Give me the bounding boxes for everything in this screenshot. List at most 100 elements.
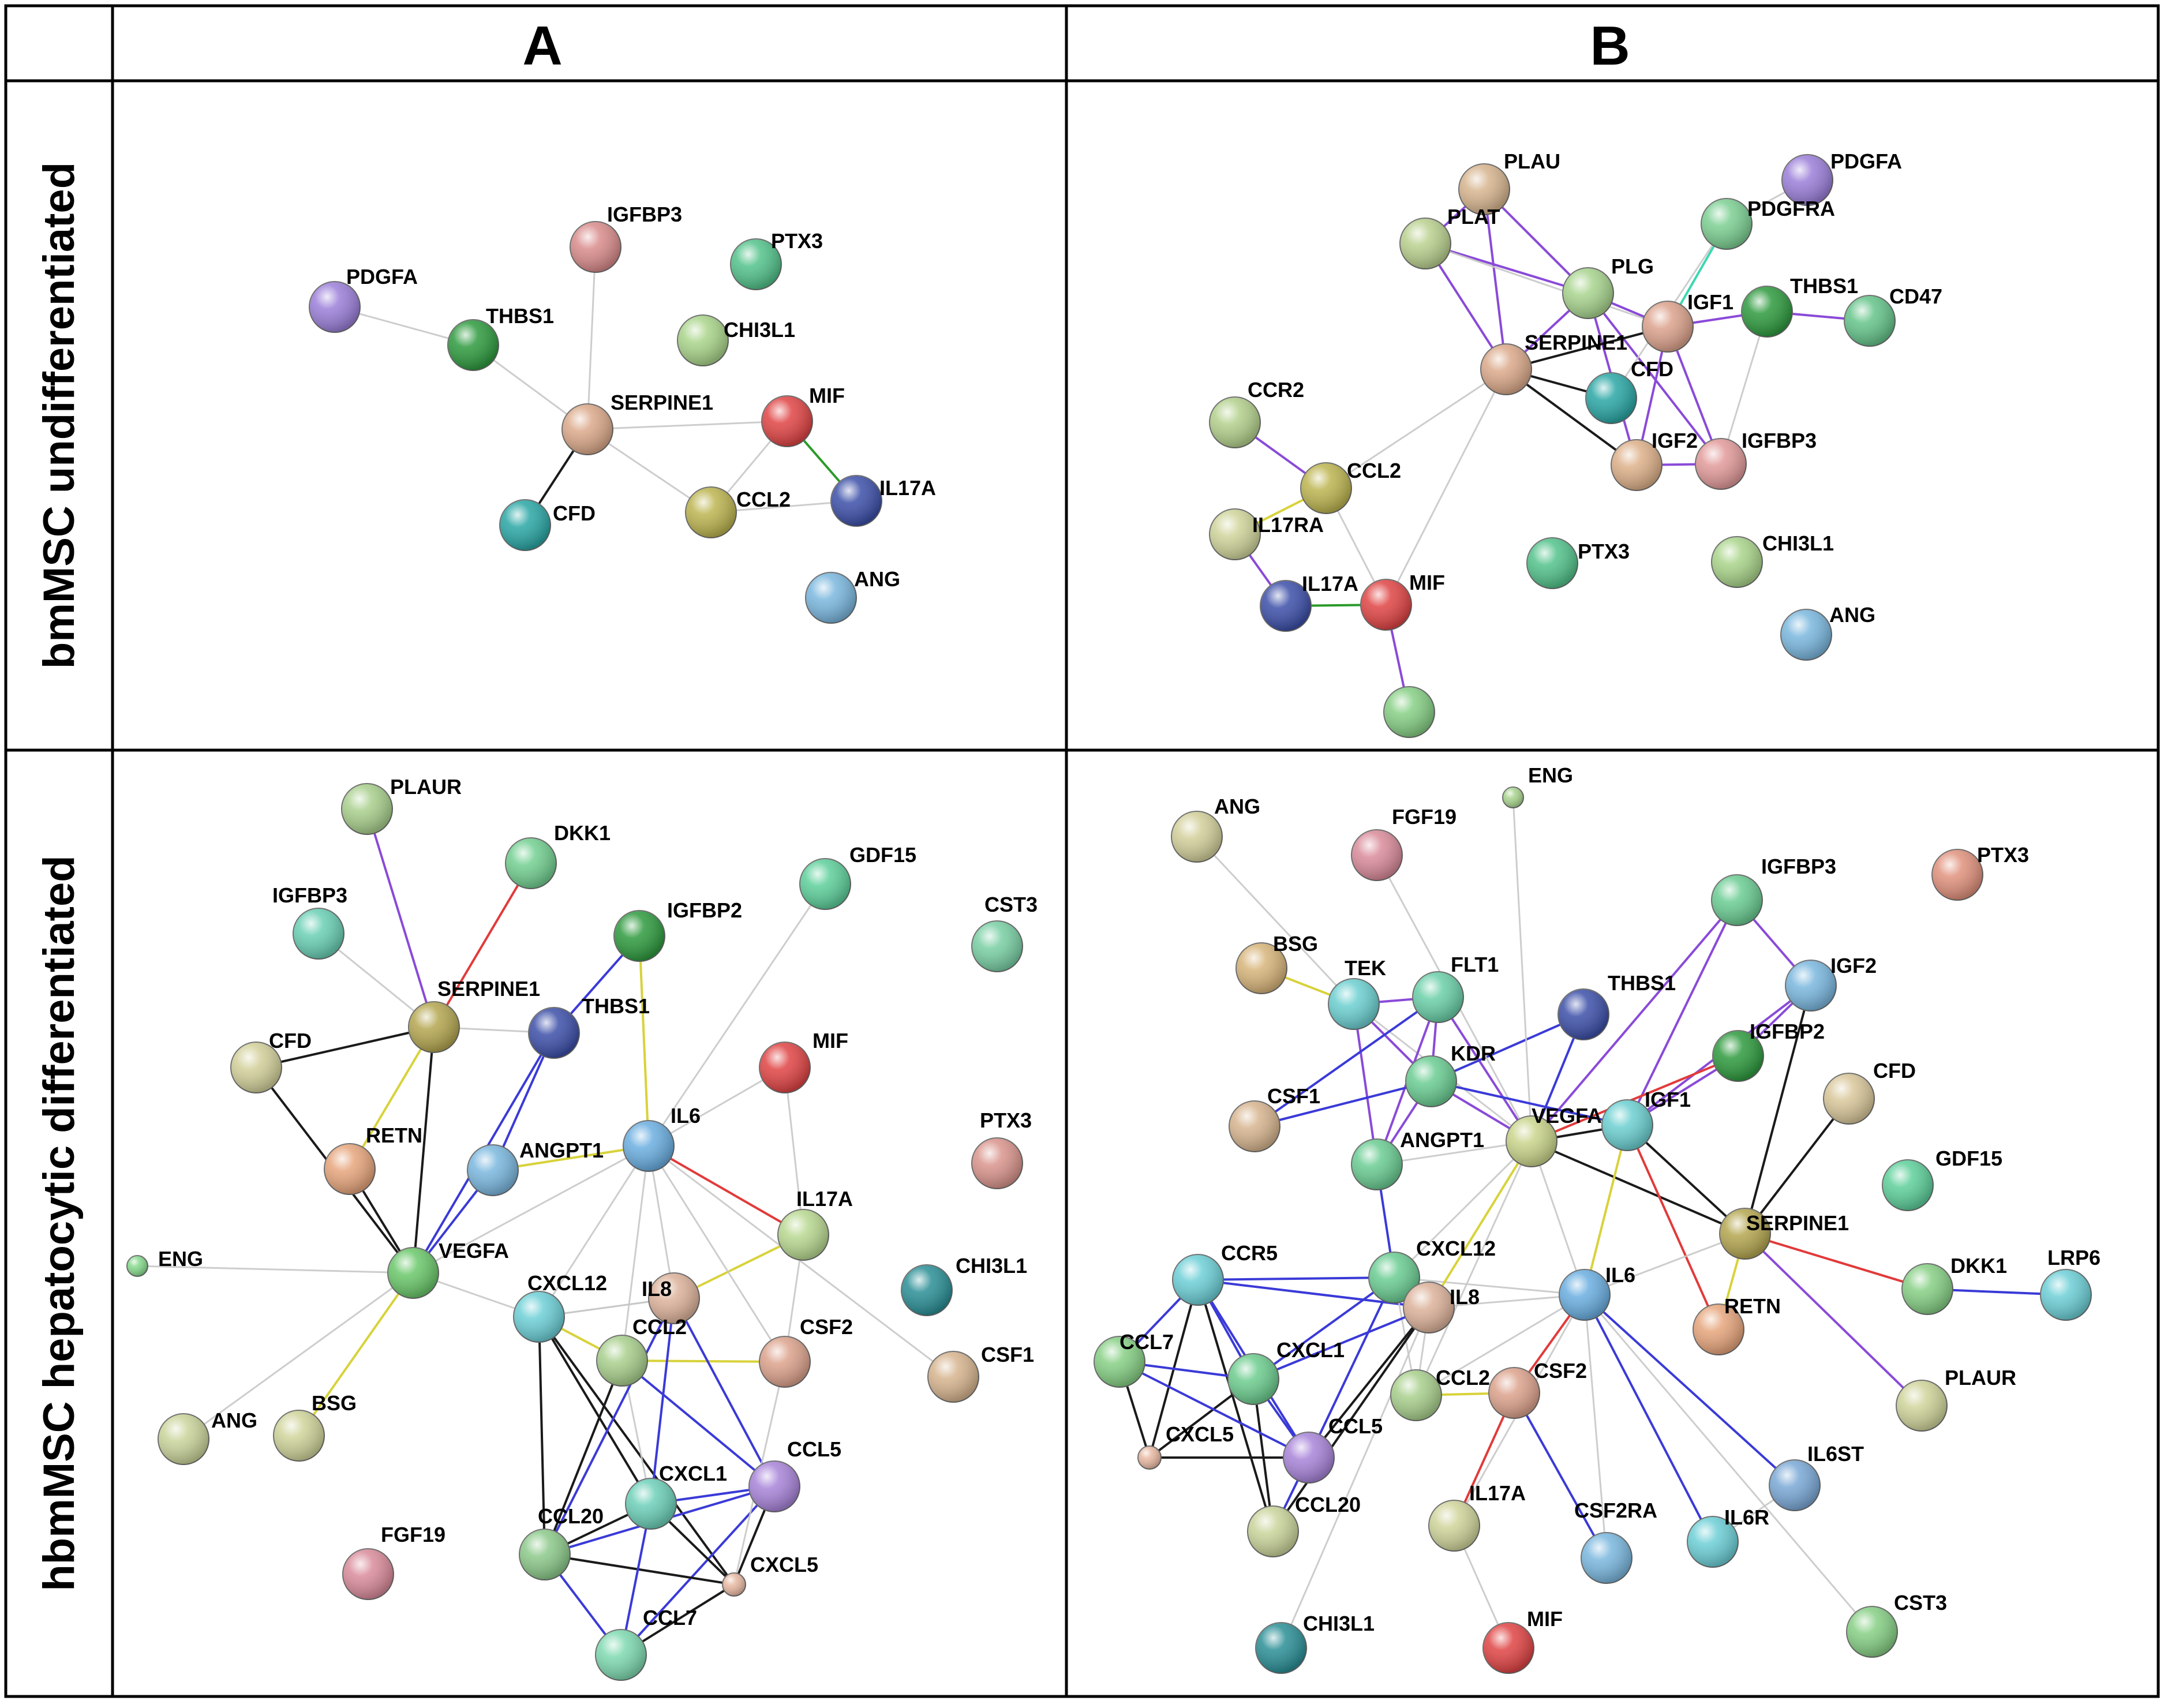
node-vegfa[interactable]: VEGFA: [1506, 1104, 1602, 1167]
node-igf2[interactable]: IGF2: [1785, 954, 1877, 1012]
node-il17a[interactable]: IL17A: [777, 1187, 853, 1261]
node-cd47[interactable]: CD47: [1844, 284, 1942, 347]
node-igfbp2[interactable]: IGFBP2: [613, 898, 742, 962]
node-cxcl12[interactable]: CXCL12: [513, 1271, 607, 1343]
node-pdgfra[interactable]: PDGFRA: [1701, 197, 1835, 250]
node-cst3[interactable]: CST3: [971, 893, 1038, 972]
node-chi3l1[interactable]: CHI3L1: [677, 314, 795, 366]
node-dkk1[interactable]: DKK1: [505, 821, 611, 889]
node-serpine1[interactable]: SERPINE1: [561, 391, 713, 455]
node-ccl2[interactable]: CCL2: [596, 1315, 687, 1387]
node-thbs1[interactable]: THBS1: [1558, 971, 1676, 1040]
node-ccl20[interactable]: CCL20: [1247, 1493, 1361, 1557]
node-fgf19[interactable]: FGF19: [1351, 805, 1457, 881]
node-plg[interactable]: PLG: [1562, 254, 1654, 319]
node-il6[interactable]: IL6: [1559, 1263, 1635, 1321]
node-il6r[interactable]: IL6R: [1687, 1505, 1769, 1568]
node-ccl20[interactable]: CCL20: [519, 1504, 604, 1580]
node-bsg[interactable]: BSG: [1235, 932, 1318, 994]
node-igfbp3[interactable]: IGFBP3: [1695, 429, 1817, 490]
node-csf2ra[interactable]: CSF2RA: [1574, 1499, 1657, 1584]
node-cxcl1[interactable]: CXCL1: [625, 1462, 727, 1530]
node-igf1[interactable]: IGF1: [1642, 290, 1734, 353]
node-pdgfa[interactable]: PDGFA: [309, 265, 418, 333]
node-serpine1[interactable]: SERPINE1: [1480, 331, 1627, 395]
node-eng[interactable]: ENG: [1502, 763, 1573, 808]
node-ccl2[interactable]: CCL2: [685, 486, 791, 538]
node-cst3[interactable]: CST3: [1846, 1591, 1947, 1658]
node-igf1[interactable]: IGF1: [1601, 1088, 1691, 1151]
node-kdr[interactable]: KDR: [1405, 1042, 1496, 1107]
node-ang[interactable]: ANG: [1171, 795, 1260, 863]
node-csf1[interactable]: CSF1: [1229, 1084, 1320, 1152]
node-plaur[interactable]: PLAUR: [1896, 1366, 2016, 1432]
node-igfbp3[interactable]: IGFBP3: [570, 203, 682, 273]
node-il17a[interactable]: IL17A: [1260, 572, 1358, 632]
node-il6[interactable]: IL6: [623, 1104, 701, 1172]
node-thbs1[interactable]: THBS1: [447, 304, 554, 371]
node-retn[interactable]: RETN: [324, 1123, 422, 1195]
node-gdf15[interactable]: GDF15: [1882, 1147, 2002, 1211]
node-il8[interactable]: IL8: [642, 1272, 700, 1324]
node-plaur[interactable]: PLAUR: [341, 775, 462, 835]
node-chi3l1[interactable]: CHI3L1: [901, 1254, 1027, 1316]
node-eng[interactable]: ENG: [126, 1247, 203, 1277]
node-ptx3[interactable]: PTX3: [1526, 537, 1630, 589]
node-cxcl1[interactable]: CXCL1: [1227, 1338, 1345, 1405]
node-ccl5[interactable]: CCL5: [748, 1437, 841, 1512]
node-ccl7[interactable]: CCL7: [1094, 1330, 1174, 1388]
node-ccr5[interactable]: CCR5: [1172, 1241, 1278, 1306]
node-gdf15[interactable]: GDF15: [799, 843, 916, 910]
node-flt1[interactable]: FLT1: [1412, 953, 1499, 1023]
node-csf2[interactable]: CSF2: [759, 1315, 853, 1388]
node-cfd[interactable]: CFD: [499, 499, 596, 551]
node-csf2[interactable]: CSF2: [1488, 1359, 1587, 1419]
node-lrp6[interactable]: LRP6: [2040, 1246, 2101, 1321]
node-fgf19[interactable]: FGF19: [342, 1523, 445, 1600]
node-cxcl5[interactable]: CXCL5: [1137, 1422, 1234, 1470]
node-plat[interactable]: PLAT: [1399, 205, 1500, 269]
node-ang[interactable]: ANG: [1780, 603, 1875, 661]
node-ccl2[interactable]: CCL2: [1300, 459, 1401, 514]
node-igfbp3[interactable]: IGFBP3: [1711, 855, 1836, 926]
node-csf1[interactable]: CSF1: [927, 1343, 1034, 1403]
node-ccl7[interactable]: CCL7: [595, 1606, 697, 1681]
node-serpine1[interactable]: SERPINE1: [408, 977, 540, 1053]
node-ptx3[interactable]: PTX3: [971, 1108, 1032, 1189]
node-angpt1[interactable]: ANGPT1: [467, 1138, 604, 1196]
node-il17a[interactable]: IL17A: [830, 475, 936, 527]
node-ang[interactable]: ANG: [805, 567, 900, 624]
node-bsg[interactable]: BSG: [273, 1391, 357, 1462]
node-serpine1[interactable]: SERPINE1: [1719, 1208, 1849, 1260]
node-chi3l1[interactable]: CHI3L1: [1255, 1612, 1375, 1674]
node-igfbp3[interactable]: IGFBP3: [272, 883, 347, 960]
node-thbs1[interactable]: THBS1: [528, 994, 650, 1059]
node-unlabeled[interactable]: [1383, 686, 1435, 738]
node-tek[interactable]: TEK: [1328, 956, 1386, 1030]
node-il6st[interactable]: IL6ST: [1769, 1442, 1864, 1511]
node-chi3l1[interactable]: CHI3L1: [1711, 531, 1834, 588]
node-mif[interactable]: MIF: [761, 384, 845, 447]
node-ang[interactable]: ANG: [158, 1409, 257, 1465]
node-thbs1[interactable]: THBS1: [1741, 274, 1858, 338]
node-ccr2[interactable]: CCR2: [1209, 378, 1304, 448]
node-mif[interactable]: MIF: [1360, 571, 1445, 631]
node-retn[interactable]: RETN: [1693, 1294, 1781, 1355]
node-plau[interactable]: PLAU: [1458, 149, 1560, 215]
node-dkk1[interactable]: DKK1: [1901, 1254, 2007, 1315]
node-vegfa[interactable]: VEGFA: [387, 1239, 509, 1299]
node-ptx3[interactable]: PTX3: [1931, 843, 2029, 901]
node-igf2[interactable]: IGF2: [1611, 429, 1698, 491]
node-il17ra[interactable]: IL17RA: [1209, 508, 1324, 560]
node-ptx3[interactable]: PTX3: [730, 229, 823, 290]
node-pdgfa[interactable]: PDGFA: [1781, 149, 1902, 206]
node-il8[interactable]: IL8: [1403, 1282, 1480, 1334]
node-ccl5[interactable]: CCL5: [1283, 1414, 1383, 1484]
node-cfd[interactable]: CFD: [1585, 357, 1673, 424]
node-igfbp2[interactable]: IGFBP2: [1712, 1020, 1825, 1082]
node-cxcl5[interactable]: CXCL5: [722, 1553, 818, 1597]
node-cfd[interactable]: CFD: [1823, 1059, 1916, 1125]
node-mif[interactable]: MIF: [759, 1029, 848, 1093]
node-angpt1[interactable]: ANGPT1: [1351, 1128, 1484, 1190]
node-mif[interactable]: MIF: [1482, 1607, 1563, 1674]
